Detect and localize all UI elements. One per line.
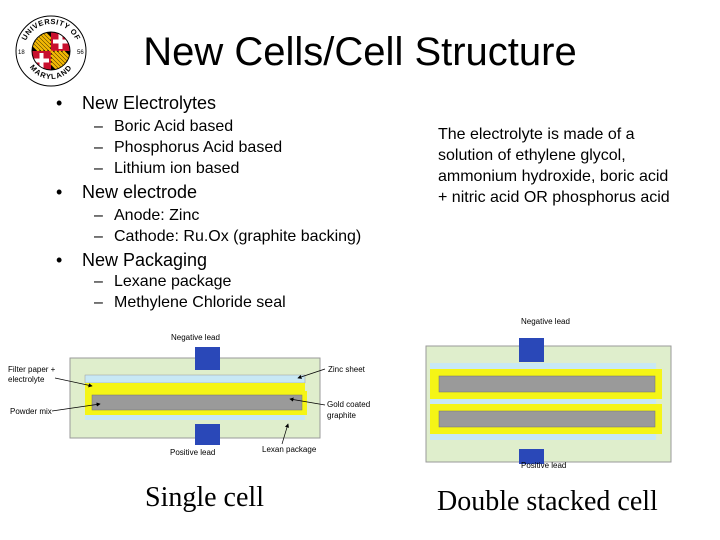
label-lexan-package: Lexan package [262, 445, 317, 454]
bullet-new-electrolytes: •New Electrolytes [56, 93, 217, 113]
sub-bullet-text: Methylene Chloride seal [114, 294, 286, 311]
positive-lead [519, 449, 544, 464]
arrow-zinc-sheet [297, 368, 326, 379]
graphite-electrode [91, 394, 303, 411]
sub-bullet: –Lexane package [94, 273, 232, 290]
arrow-filter-paper [54, 377, 93, 388]
filter-paper-layer [85, 383, 305, 391]
label-filter-paper: Filter paper + [8, 365, 56, 374]
graphite-electrode-top [438, 375, 656, 393]
caption-double-stacked-cell: Double stacked cell [437, 486, 658, 517]
sub-bullet: –Cathode: Ru.Ox (graphite backing) [94, 228, 362, 245]
negative-lead [195, 347, 220, 370]
university-of-maryland-seal: UNIVERSITY OF MARYLAND 18 56 [15, 15, 87, 87]
middle-separator [430, 399, 656, 404]
seal-year-left: 18 [18, 50, 25, 56]
positive-lead [195, 424, 220, 445]
label-negative-lead: Negative lead [171, 333, 220, 342]
label-positive-lead: Positive lead [521, 461, 566, 470]
sub-bullet-text: Boric Acid based [114, 118, 234, 135]
label-filter-paper-2: electrolyte [8, 375, 45, 384]
bullet-label: New electrode [82, 182, 198, 202]
double-stacked-cell-diagram: Negative lead Positive lead [425, 317, 672, 470]
sub-bullet-text: Anode: Zinc [114, 207, 200, 224]
electrolyte-note: The electrolyte is made of a solution of… [438, 126, 670, 206]
arrow-gold-coated [289, 397, 326, 406]
zinc-sheet-bottom [430, 434, 656, 440]
arrow-powder-mix [51, 402, 101, 412]
label-gold-coated: Gold coated [327, 400, 370, 409]
negative-lead [519, 338, 544, 362]
label-graphite: graphite [327, 411, 356, 420]
seal-year-right: 56 [77, 50, 84, 56]
bullet-new-electrode: •New electrode [56, 182, 198, 202]
page-title: New Cells/Cell Structure [143, 30, 577, 74]
bullet-new-packaging: •New Packaging [56, 250, 208, 270]
arrow-lexan-package [281, 423, 290, 445]
sub-bullet-text: Cathode: Ru.Ox (graphite backing) [114, 228, 362, 245]
sub-bullet-text: Lexane package [114, 273, 232, 290]
bottom-separator [85, 415, 305, 420]
sub-bullet: –Methylene Chloride seal [94, 294, 286, 311]
sub-bullet: –Anode: Zinc [94, 207, 200, 224]
label-positive-lead: Positive lead [170, 448, 215, 457]
sub-bullet-text: Lithium ion based [114, 160, 240, 177]
sub-bullet-text: Phosphorus Acid based [114, 139, 283, 156]
sub-bullet: –Lithium ion based [94, 160, 240, 177]
zinc-sheet [84, 374, 306, 384]
sub-bullet: –Phosphorus Acid based [94, 139, 283, 156]
zinc-sheet-top [430, 363, 656, 369]
label-zinc-sheet: Zinc sheet [328, 365, 366, 374]
bullet-label: New Packaging [82, 250, 208, 270]
maryland-flag-shield [32, 32, 70, 70]
single-cell-diagram: Negative lead Filter paper + electrolyte… [8, 333, 370, 457]
label-powder-mix: Powder mix [10, 407, 52, 416]
bullet-label: New Electrolytes [82, 93, 217, 113]
caption-single-cell: Single cell [145, 482, 264, 513]
label-negative-lead: Negative lead [521, 317, 570, 326]
sub-bullet: –Boric Acid based [94, 118, 234, 135]
graphite-electrode-bottom [438, 410, 656, 428]
